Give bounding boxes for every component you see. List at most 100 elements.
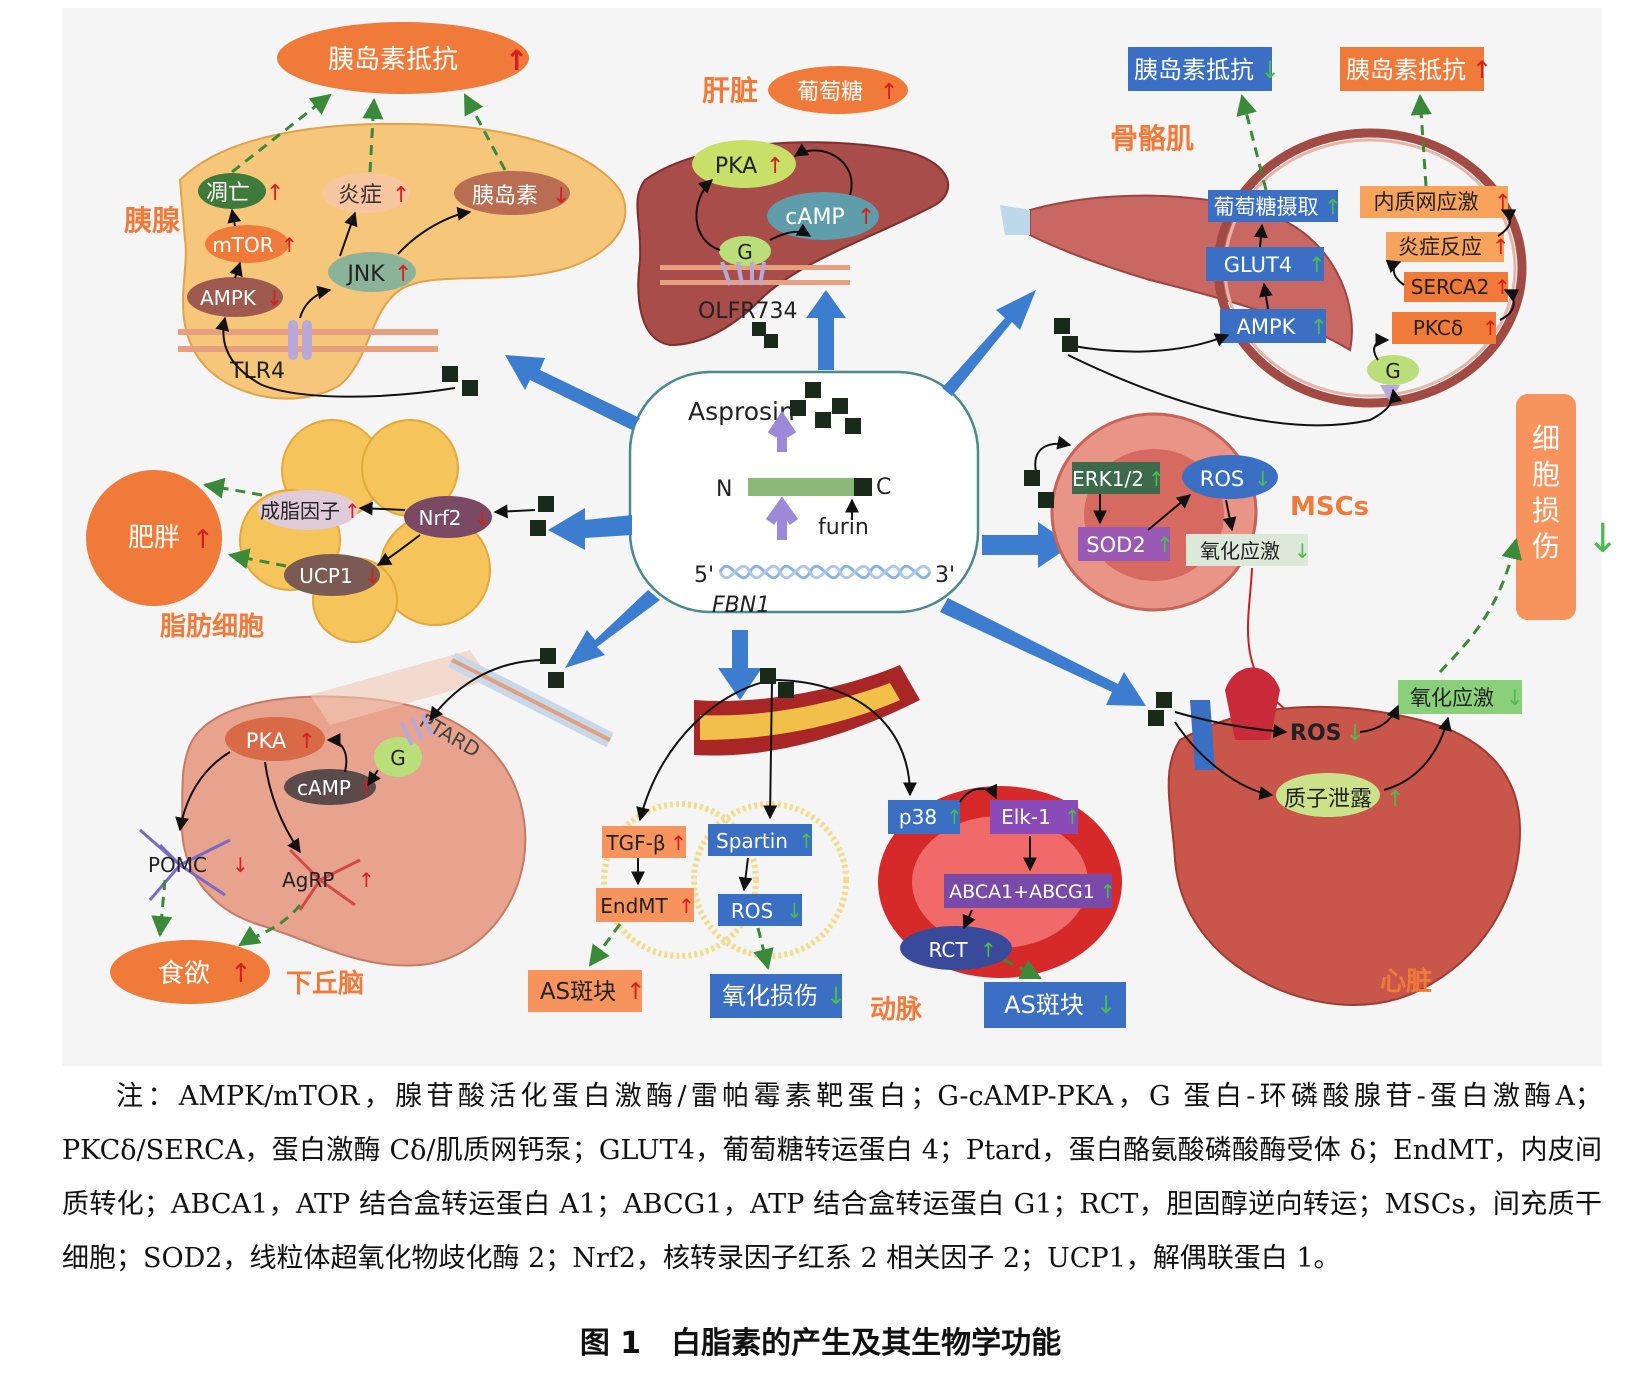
liver-pka-node (692, 140, 796, 188)
pkcd-box (1392, 312, 1496, 344)
center-region: Asprosin N C furin 5' 3' FBN1 (628, 370, 980, 618)
agrp-label: AgRP (282, 868, 334, 892)
brain-membrane (310, 650, 490, 725)
cell-injury-arrow: ↓ (1586, 516, 1620, 562)
asprosin-molecule (832, 398, 848, 414)
artery-ros-box (718, 894, 802, 926)
proton-label: 质子泄露 (1284, 787, 1372, 812)
edge-serca2-inflammatory (1385, 259, 1405, 286)
proton-node (1276, 773, 1380, 817)
agrp-neuron (288, 848, 361, 911)
cell-injury-char-2: 胞 (1532, 458, 1560, 491)
asprosin-molecule (540, 648, 556, 664)
inflammatory-arrow: ↑ (1492, 235, 1510, 259)
adipocyte-region: 肥胖 ↑ 成脂因子 ↑ Nrf2 ↓ UCP1 ↓ 脂肪细胞 (86, 419, 554, 643)
edge-jnk-inflammation (339, 211, 358, 257)
big-arrow-adipocyte (548, 508, 632, 550)
muscle-ampk-box (1220, 309, 1326, 343)
cell-injury-box (1516, 394, 1576, 620)
olfr734-receptor (720, 261, 766, 286)
serca2-box (1404, 272, 1508, 302)
pancreas-ir-oval (277, 22, 529, 94)
liver-pka-arrow: ↑ (766, 154, 784, 179)
jnk-node (328, 252, 416, 292)
heart-ros-label: ROS (1290, 721, 1342, 746)
edge-apoptosis-ir (231, 93, 332, 174)
ucp1-label: UCP1 (299, 564, 352, 588)
p38-box (888, 800, 960, 834)
muscle-g-label: G (1385, 359, 1401, 383)
liver-membrane-top (660, 265, 850, 270)
edge-camp-pka-hypo (326, 733, 348, 773)
nrf2-arrow: ↓ (474, 506, 491, 530)
edge-nrf2-ucp1 (376, 534, 421, 566)
p38-arrow: ↑ (946, 805, 963, 829)
ox-damage-label: 氧化损伤 (722, 982, 818, 1010)
cell-injury-char-1: 细 (1532, 422, 1560, 455)
asprosin-molecule (854, 478, 872, 496)
muscle-g-node (1367, 355, 1419, 385)
inflammatory-label: 炎症反应 (1398, 235, 1482, 259)
pancreas-ampk-arrow: ↓ (266, 286, 283, 310)
liver-region: 肝脏 葡萄糖 ↑ PKA ↑ cAMP ↑ G OLFR734 (636, 66, 950, 348)
big-arrow-hypothalamus (565, 590, 660, 668)
asprosin-molecule (764, 334, 778, 348)
edge-msc-heart (1247, 567, 1304, 721)
asprosin-molecule (1148, 710, 1164, 726)
hypo-pka-arrow: ↑ (298, 729, 316, 753)
sod2-arrow: ↑ (1156, 533, 1174, 557)
pkcd-label: PKCδ (1413, 316, 1463, 340)
edge-abca-rct (962, 909, 976, 930)
edge-asprosin-tlr4 (215, 316, 456, 398)
adipogenic-arrow: ↑ (344, 499, 361, 523)
liver-g-node (719, 236, 771, 266)
ptard-receptor (400, 713, 434, 746)
glut4-arrow: ↑ (1308, 253, 1326, 277)
sod2-box (1078, 527, 1170, 561)
sod2-label: SOD2 (1086, 533, 1145, 557)
asprosin-molecule (1038, 492, 1054, 508)
spartin-label: Spartin (716, 829, 788, 853)
abca-box (944, 874, 1112, 908)
tlr4-receptor-right (302, 320, 312, 360)
asprosin-molecule (1054, 318, 1070, 334)
edge-inflammatory-er (1497, 209, 1517, 237)
apoptosis-label: 凋亡 (206, 181, 250, 206)
pancreas-ampk-label: AMPK (200, 286, 257, 310)
asprosin-molecule (538, 496, 554, 512)
pancreas-region: 胰岛素抵抗 ↑ 胰腺 凋亡 ↑ 炎症 ↑ 胰岛素 ↓ mTOR ↑ JNK ↑ … (124, 22, 627, 400)
pancreas-ampk-node (187, 277, 283, 317)
edge-glut4-uptake (1253, 223, 1268, 248)
pancreas-title: 胰腺 (124, 204, 181, 237)
muscle-ampk-label: AMPK (1237, 315, 1297, 339)
muscle-tendon (1000, 205, 1030, 235)
edge-agrp-appetite (238, 904, 302, 947)
asprosin-molecule (760, 668, 776, 684)
hypo-g-label: G (390, 746, 406, 770)
hypo-g-node (374, 737, 422, 777)
erk-arrow: ↑ (1148, 467, 1165, 491)
hypo-pka-node (225, 717, 325, 761)
pkcd-arrow: ↑ (1482, 316, 1499, 340)
tgfb-label: TGF-β (605, 831, 665, 855)
edge-g-camp (769, 223, 812, 241)
edge-asprosin-ptard (429, 659, 546, 722)
edge-pomc-appetite (151, 879, 173, 938)
as-up-arrow: ↑ (626, 979, 645, 1005)
edge-endmt-as (588, 923, 622, 967)
msc-oxidative-box (1186, 534, 1308, 566)
obesity-arrow: ↑ (192, 525, 214, 555)
edge-insulin-ir (463, 93, 507, 171)
er-stress-arrow: ↑ (1494, 190, 1512, 214)
inflammatory-box (1386, 232, 1504, 262)
glucose-label: 葡萄糖 (797, 80, 863, 105)
edge-rct-as (1003, 958, 1042, 980)
big-arrow-muscle (942, 290, 1036, 396)
glut4-label: GLUT4 (1224, 253, 1293, 277)
apoptosis-arrow: ↑ (266, 181, 284, 206)
asprosin-molecule (815, 412, 831, 428)
hypo-pka-label: PKA (246, 729, 287, 753)
asprosin-molecule (752, 322, 766, 336)
tlr4-receptor-left (288, 320, 298, 360)
muscle-ampk-arrow: ↑ (1310, 315, 1328, 339)
